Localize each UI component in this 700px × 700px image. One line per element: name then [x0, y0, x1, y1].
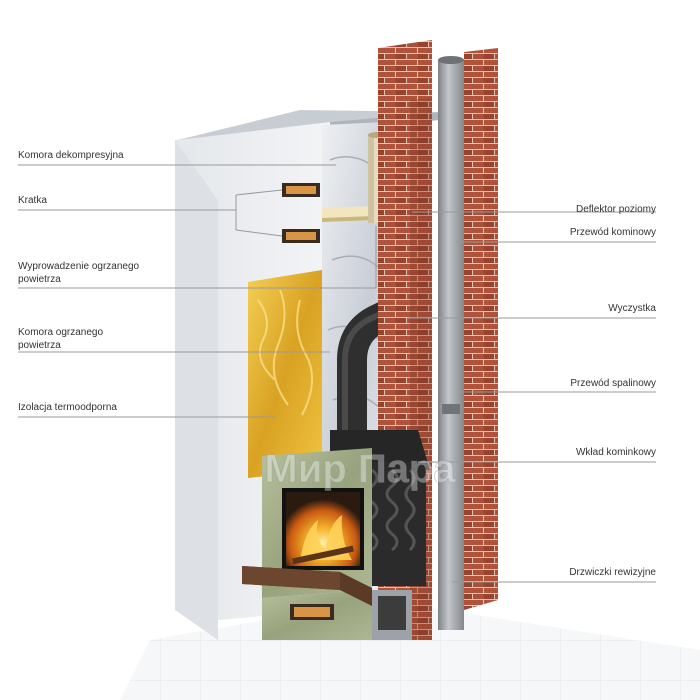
label-thermal-insulation: Izolacja termoodporna: [18, 402, 117, 413]
mantel-shelf: [242, 566, 372, 606]
vent-grille-upper: [282, 183, 320, 197]
fire-window: [282, 488, 364, 570]
label-cleanout: Wyczystka: [608, 303, 656, 314]
label-grille: Kratka: [18, 195, 47, 206]
label-inspection-door: Drzwiczki rewizyjne: [569, 567, 656, 578]
watermark: Мир Пара: [264, 447, 456, 491]
label-decompression-chamber: Komora dekompresyjna: [18, 150, 124, 161]
label-flue-pipe: Przewód spalinowy: [570, 378, 656, 389]
thermal-insulation-panel: [248, 270, 322, 478]
brick-chimney-rear: [464, 48, 498, 610]
chimney-flue-pipe: [438, 56, 464, 630]
label-warm-air-outlet: Wyprowadzenie ogrzanego powietrza: [18, 261, 140, 285]
vent-grille-lower: [282, 229, 320, 243]
label-horizontal-deflector: Deflektor poziomy: [575, 204, 656, 215]
label-chimney-flue: Przewód kominowy: [569, 227, 656, 238]
inspection-door: [372, 590, 412, 640]
label-stove-insert: Wkład kominkowy: [575, 447, 656, 458]
vent-grille-bottom: [290, 604, 334, 620]
label-warm-air-chamber: Komora ogrzanego powietrza: [18, 327, 104, 351]
leader-lines: [18, 164, 656, 583]
